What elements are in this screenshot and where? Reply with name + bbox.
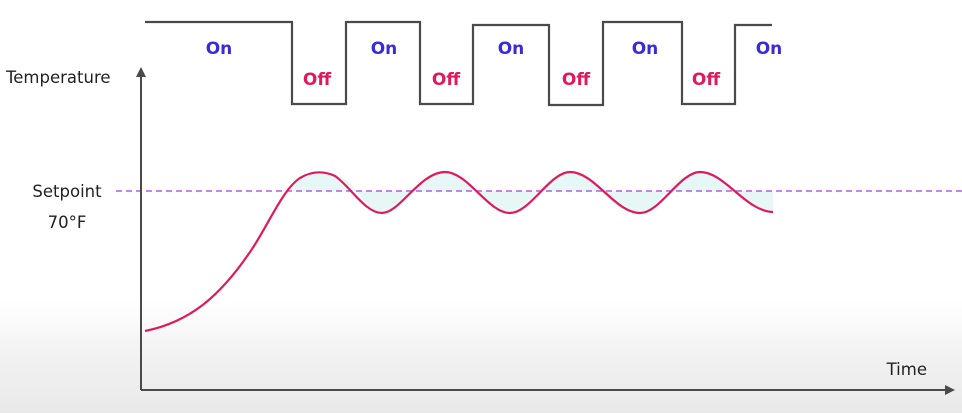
x-axis-label: Time: [886, 360, 927, 379]
fill-region-2: [414, 172, 538, 213]
heater-state-labels: On Off On Off On Off On Off On: [206, 39, 783, 90]
state-label-4: Off: [432, 70, 460, 90]
state-label-2: Off: [303, 70, 331, 90]
state-label-6: Off: [562, 70, 590, 90]
state-label-8: Off: [692, 70, 720, 90]
oscillation-fill-band: [292, 171, 773, 213]
state-label-1: On: [206, 39, 233, 59]
y-axis-label: Temperature: [5, 68, 111, 87]
heater-state-square-wave: [145, 20, 772, 107]
fill-region-1: [292, 171, 414, 213]
setpoint-value: 70°F: [48, 213, 87, 232]
setpoint-label: Setpoint: [32, 182, 102, 201]
state-label-5: On: [498, 39, 525, 59]
state-label-7: On: [632, 39, 659, 59]
state-label-9: On: [756, 39, 783, 59]
fill-region-3: [538, 172, 666, 213]
temperature-curve: [144, 170, 774, 333]
fill-region-4: [666, 172, 773, 213]
state-label-3: On: [371, 39, 398, 59]
